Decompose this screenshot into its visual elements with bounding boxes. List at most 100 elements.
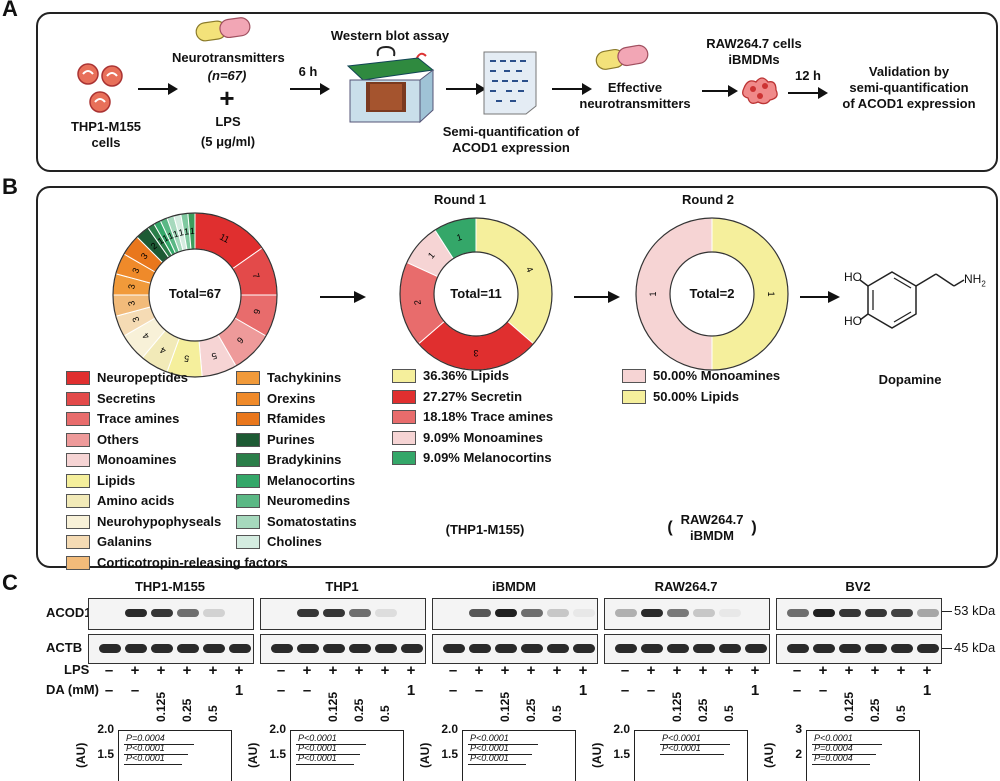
actb-band: [151, 644, 173, 653]
da-symbol: 1: [922, 682, 932, 699]
legend-swatch: [392, 389, 416, 404]
acod1-band: [641, 609, 663, 617]
arrow-right-icon: [552, 83, 592, 95]
p-value-label: P<0.0001: [126, 743, 165, 753]
donut1-segment-label: 11: [218, 232, 231, 245]
acod1-blot: [88, 598, 254, 630]
da-symbol: 0.5: [722, 705, 736, 722]
arrow-right-icon: [320, 291, 366, 303]
lps-symbol: –: [104, 662, 114, 679]
legend-swatch: [236, 453, 260, 468]
y-tick: 1.5: [441, 747, 458, 761]
lps-symbol: +: [578, 662, 588, 679]
legend-label: Neuropeptides: [97, 370, 189, 386]
legend-item: Purines: [236, 430, 357, 451]
mol-nh-text: NH: [964, 272, 982, 286]
donut1-segment-label: 2: [149, 241, 159, 252]
legend-item: Corticotropin-releasing factors: [66, 553, 288, 574]
cell-line-title: RAW264.7: [654, 579, 718, 594]
actb-band: [693, 644, 715, 653]
legend-item: Neuropeptides: [66, 368, 288, 389]
donut2-segment-label: 1: [456, 232, 464, 243]
cells-icon: [77, 63, 123, 113]
donut1-segment-label: 1: [161, 233, 170, 244]
da-symbol: 0.5: [378, 705, 392, 722]
row-label-da: DA (mM): [46, 682, 99, 697]
acod1-band: [203, 609, 225, 617]
legend-swatch: [66, 494, 90, 509]
actb-band: [521, 644, 543, 653]
p-value-label: P<0.0001: [126, 753, 165, 763]
legend-label: Orexins: [267, 390, 316, 406]
legend-item: Tachykinins: [236, 368, 357, 389]
legend-label: 50.00% Lipids: [653, 388, 739, 404]
legend-swatch: [66, 412, 90, 427]
y-tick: 2.0: [97, 722, 114, 736]
da-symbol: 0.25: [868, 698, 882, 722]
da-symbol: 0.5: [550, 705, 564, 722]
legend-label: 36.36% Lipids: [423, 368, 509, 384]
actb-band: [125, 644, 147, 653]
cell-line-title: THP1-M155: [134, 579, 206, 594]
acod1-band: [177, 609, 199, 617]
y-axis-label: (AU): [418, 742, 432, 768]
acod1-band: [151, 609, 173, 617]
actb-band: [917, 644, 939, 653]
arrow-right-icon: [702, 85, 738, 97]
lps-symbol: +: [870, 662, 880, 679]
lps-symbol: +: [234, 662, 244, 679]
legend-label: Neuromedins: [267, 493, 351, 509]
legend-item: Monoamines: [66, 450, 288, 471]
actb-band: [297, 644, 319, 653]
legend-item: Galanins: [66, 532, 288, 553]
legend-swatch: [66, 514, 90, 529]
da-symbol: –: [104, 682, 114, 699]
lps-symbol: –: [276, 662, 286, 679]
p-value-label: P=0.0004: [126, 733, 165, 743]
quant-chart: [806, 730, 920, 781]
cell-line-title: THP1: [325, 579, 359, 594]
actb-band: [469, 644, 491, 653]
acod1-blot: [776, 598, 942, 630]
kda-53-tick: [942, 611, 952, 612]
legend-swatch: [236, 391, 260, 406]
mol-nh2: NH2: [964, 272, 986, 288]
p-value-label: P<0.0001: [814, 733, 853, 743]
donut2-segment-label: 4: [524, 265, 535, 274]
mol-ho-bottom: HO: [844, 314, 862, 328]
legend-label: Somatostatins: [267, 513, 357, 529]
y-tick: 2.0: [441, 722, 458, 736]
panel-b-letter: B: [2, 174, 18, 199]
acod1-band: [495, 609, 517, 617]
legend-item: Secretins: [66, 389, 288, 410]
lps-symbol: +: [646, 662, 656, 679]
da-symbol: 0.125: [670, 691, 684, 722]
acod1-band: [719, 609, 741, 617]
legend-label: Rfamides: [267, 411, 326, 427]
legend-swatch: [236, 473, 260, 488]
lps-symbol: +: [698, 662, 708, 679]
legend-item: Melanocortins: [236, 471, 357, 492]
paren-close: ): [751, 519, 757, 536]
acod1-band: [667, 609, 689, 617]
pill-icon: [195, 17, 251, 42]
legend-item: Neuromedins: [236, 491, 357, 512]
actb-band: [375, 644, 397, 653]
legend-swatch: [66, 535, 90, 550]
legend-label: Melanocortins: [267, 472, 356, 488]
legend-label: Neurohypophyseals: [97, 513, 222, 529]
acod1-band: [839, 609, 861, 617]
legend-swatch: [236, 494, 260, 509]
raw-cells-label: RAW264.7 cells iBMDMs: [706, 36, 802, 67]
donut2-segment-label: 1: [426, 250, 437, 260]
arrow-right-icon: [574, 291, 620, 303]
legend-item: 36.36% Lipids: [392, 366, 553, 387]
significance-bracket: [812, 744, 882, 745]
da-symbol: 0.25: [696, 698, 710, 722]
da-symbol: 0.5: [206, 705, 220, 722]
acod1-band: [323, 609, 345, 617]
donut1-segment-label: 1: [166, 230, 174, 241]
donut3-center: Total=2: [689, 286, 735, 301]
quant-chart: [462, 730, 576, 781]
